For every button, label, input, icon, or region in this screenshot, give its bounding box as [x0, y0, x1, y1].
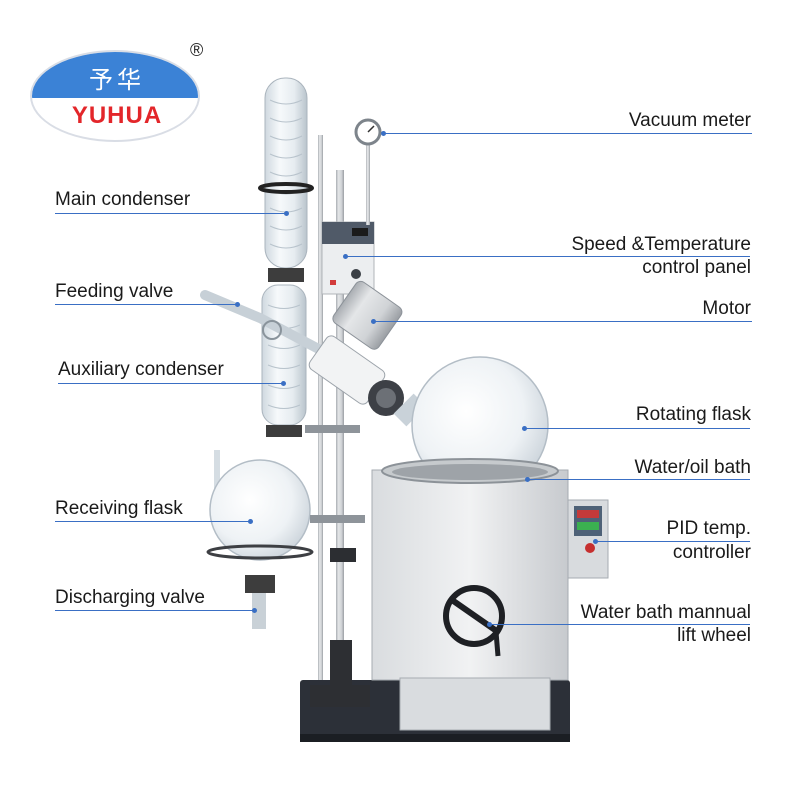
control-panel-box — [321, 221, 375, 295]
leader-receiving-flask — [55, 521, 251, 522]
leader-dot-discharging-valve — [252, 608, 257, 613]
leader-discharging-valve — [55, 610, 255, 611]
leader-vacuum-meter — [384, 133, 752, 134]
label-water-oil-bath: Water/oil bath — [634, 457, 751, 478]
label-receiving-flask: Receiving flask — [55, 498, 183, 519]
label-auxiliary-condenser: Auxiliary condenser — [58, 359, 224, 380]
leader-dot-pid-controller — [593, 539, 598, 544]
leader-lift-wheel — [490, 624, 750, 625]
leader-speed-temp — [346, 256, 750, 257]
leader-dot-feeding-valve — [235, 302, 240, 307]
leader-motor — [374, 321, 752, 322]
leader-dot-receiving-flask — [248, 519, 253, 524]
leader-pid-controller — [596, 541, 750, 542]
label-speed-temp-line2: control panel — [642, 257, 751, 278]
vacuum-gauge — [354, 118, 382, 225]
leader-feeding-valve — [55, 304, 238, 305]
motor-assembly — [308, 280, 404, 416]
logo-top-band — [32, 52, 198, 98]
label-speed-temp-line1: Speed &Temperature — [571, 234, 751, 255]
leader-dot-main-condenser — [284, 211, 289, 216]
leader-dot-auxiliary-condenser — [281, 381, 286, 386]
receiving-flask-glass — [206, 450, 314, 629]
label-discharging-valve: Discharging valve — [55, 587, 205, 608]
label-rotating-flask: Rotating flask — [635, 404, 751, 425]
label-motor: Motor — [702, 298, 751, 319]
leader-dot-rotating-flask — [522, 426, 527, 431]
label-pid-line1: PID temp. — [666, 518, 751, 539]
brand-logo: 予华 YUHUA — [30, 50, 200, 142]
leader-dot-speed-temp — [343, 254, 348, 259]
auxiliary-condenser-glass — [261, 284, 307, 437]
logo-badge: 予华 YUHUA — [30, 50, 200, 142]
stand-rods — [310, 135, 370, 707]
logo-chinese-text: 予华 — [89, 66, 145, 94]
main-condenser-glass — [258, 77, 314, 282]
leader-auxiliary-condenser — [58, 383, 284, 384]
leader-dot-lift-wheel — [487, 622, 492, 627]
leader-dot-vacuum-meter — [381, 131, 386, 136]
logo-brand-text: YUHUA — [71, 102, 163, 129]
label-lift-wheel-line1: Water bath mannual — [580, 602, 751, 623]
leader-dot-motor — [371, 319, 376, 324]
leader-water-oil-bath — [528, 479, 750, 480]
label-main-condenser: Main condenser — [55, 189, 191, 210]
leader-main-condenser — [55, 213, 287, 214]
label-feeding-valve: Feeding valve — [55, 281, 174, 302]
clamps — [305, 425, 365, 562]
label-pid-line2: controller — [672, 542, 751, 563]
registered-mark: ® — [190, 40, 204, 60]
feeding-valve-tube — [200, 290, 335, 360]
leader-rotating-flask — [525, 428, 750, 429]
leader-dot-water-oil-bath — [525, 477, 530, 482]
label-vacuum-meter: Vacuum meter — [628, 110, 751, 131]
label-lift-wheel-line2: lift wheel — [677, 625, 751, 646]
